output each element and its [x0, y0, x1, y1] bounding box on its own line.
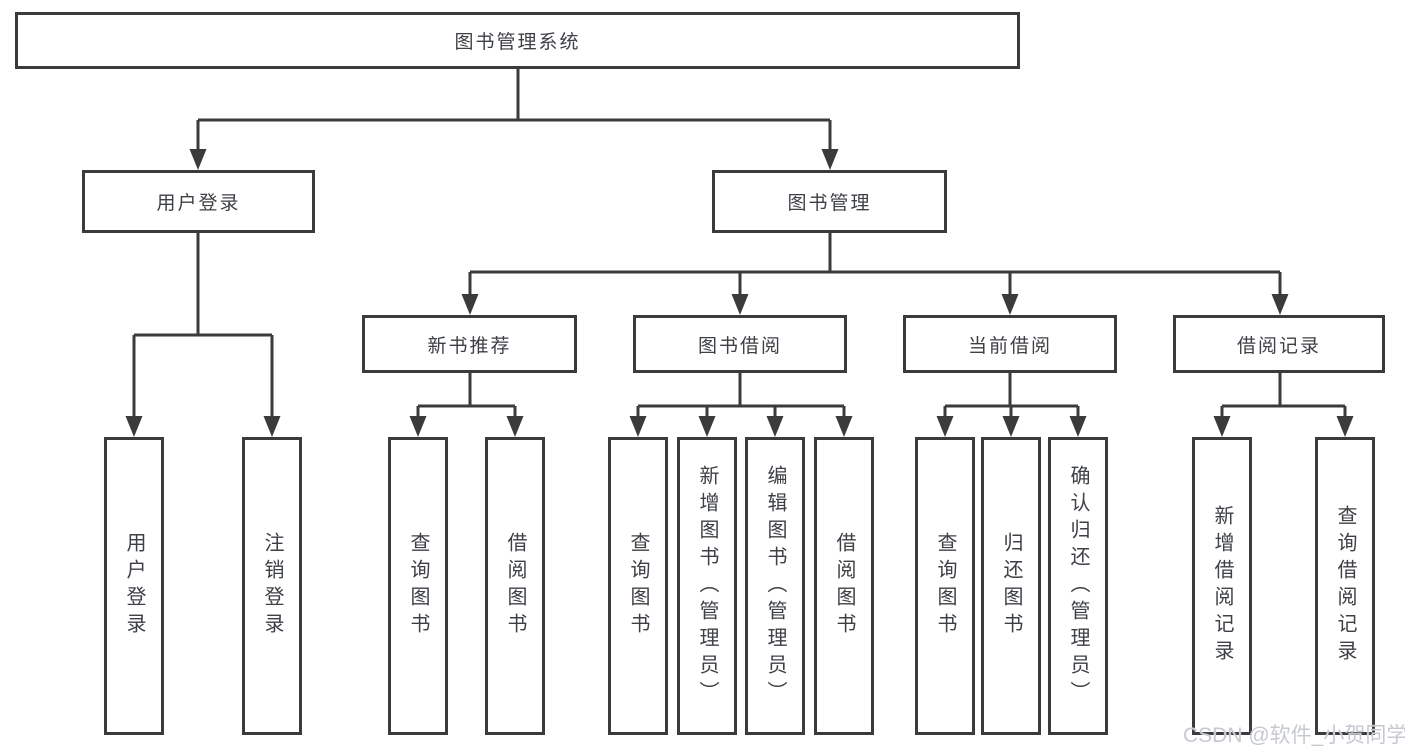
- csdn-watermark: CSDN @软件_小贺同学: [1183, 724, 1405, 747]
- node-label: 图书管理: [787, 193, 872, 214]
- node-label: 新增借阅记录: [1211, 505, 1233, 667]
- node-label: 查询图书: [934, 532, 956, 640]
- node-label: 查询借阅记录: [1334, 505, 1356, 667]
- node-label: 借阅图书: [504, 532, 526, 640]
- leaf-borrow-book: 借阅图书: [814, 437, 874, 735]
- node-root-system: 图书管理系统: [15, 12, 1020, 69]
- leaf-confirm-return-admin: 确认归还（管理员）: [1048, 437, 1108, 735]
- leaf-query-book-borrow: 查询图书: [608, 437, 668, 735]
- leaf-query-book-current: 查询图书: [915, 437, 975, 735]
- node-borrow-records: 借阅记录: [1173, 315, 1385, 373]
- node-label: 注销登录: [261, 532, 283, 640]
- node-label: 编辑图书（管理员）: [764, 464, 786, 708]
- leaf-logout: 注销登录: [242, 437, 302, 735]
- leaf-borrow-book-recommend: 借阅图书: [485, 437, 545, 735]
- node-new-book-recommend: 新书推荐: [362, 315, 577, 373]
- node-label: 新书推荐: [427, 335, 512, 357]
- node-label: 确认归还（管理员）: [1067, 464, 1089, 708]
- leaf-edit-book-admin: 编辑图书（管理员）: [745, 437, 805, 735]
- node-label: 用户登录: [156, 193, 241, 214]
- leaf-add-book-admin: 新增图书（管理员）: [677, 437, 737, 735]
- node-label: 借阅记录: [1236, 335, 1321, 357]
- node-label: 用户登录: [123, 532, 145, 640]
- node-label: 查询图书: [627, 532, 649, 640]
- leaf-return-book: 归还图书: [981, 437, 1041, 735]
- node-label: 图书管理系统: [454, 32, 581, 53]
- node-label: 借阅图书: [833, 532, 855, 640]
- leaf-query-book-recommend: 查询图书: [388, 437, 448, 735]
- node-user-login: 用户登录: [82, 170, 315, 233]
- node-label: 图书借阅: [697, 335, 782, 357]
- leaf-user-login: 用户登录: [104, 437, 164, 735]
- leaf-query-borrow-record: 查询借阅记录: [1315, 437, 1375, 735]
- leaf-add-borrow-record: 新增借阅记录: [1192, 437, 1252, 735]
- node-label: 当前借阅: [967, 335, 1052, 357]
- node-label: 归还图书: [1000, 532, 1022, 640]
- node-label: 查询图书: [407, 532, 429, 640]
- node-book-management: 图书管理: [712, 170, 947, 233]
- node-current-borrow: 当前借阅: [903, 315, 1117, 373]
- node-label: 新增图书（管理员）: [696, 464, 718, 708]
- node-book-borrow: 图书借阅: [633, 315, 847, 373]
